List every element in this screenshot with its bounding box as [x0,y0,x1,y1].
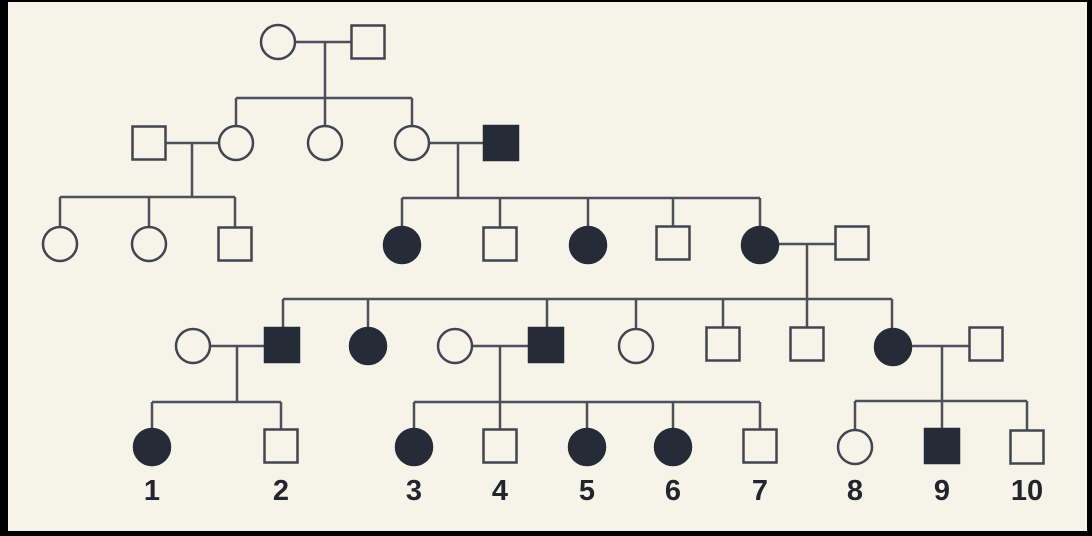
pedigree-member-IV-10 [968,326,1004,362]
pedigree-member-II-3 [306,124,344,162]
pedigree-member-V-1 [132,427,172,467]
pedigree-member-V-9 [923,427,961,465]
pedigree-member-III-8 [740,225,780,265]
pedigree-member-III-2 [130,225,168,263]
pedigree-member-IV-6 [617,327,655,365]
pedigree-member-III-3 [217,226,253,262]
pedigree-member-III-7 [655,225,691,261]
pedigree-member-I-1 [259,23,297,61]
pedigree-member-V-2 [263,428,299,464]
pedigree-member-IV-2 [263,326,301,364]
pedigree-member-II-2 [217,124,255,162]
pedigree-member-V-4 [482,428,518,464]
pedigree-member-V-5 [567,427,607,467]
individual-label-1: 1 [144,475,160,507]
individual-label-9: 9 [934,475,950,507]
pedigree-member-III-9 [834,225,870,261]
pedigree-member-I-2 [350,24,386,60]
pedigree-member-IV-4 [436,327,474,365]
pedigree-member-IV-5 [527,326,565,364]
individual-label-10: 10 [1011,475,1043,507]
individual-label-4: 4 [492,475,508,507]
pedigree-member-IV-7 [705,326,741,362]
pedigree-member-V-8 [836,428,874,466]
pedigree-member-V-7 [742,428,778,464]
pedigree-member-V-10 [1009,429,1045,465]
pedigree-member-III-1 [41,225,79,263]
individual-label-7: 7 [752,475,768,507]
pedigree-member-II-5 [482,124,520,162]
individual-label-3: 3 [406,475,422,507]
pedigree-member-III-6 [568,225,608,265]
pedigree-member-III-4 [382,225,422,265]
individual-label-2: 2 [273,475,289,507]
individual-label-5: 5 [579,475,595,507]
pedigree-member-V-6 [653,427,693,467]
individual-label-6: 6 [665,475,681,507]
pedigree-member-V-3 [394,427,434,467]
pedigree-member-IV-1 [174,327,212,365]
pedigree-member-II-4 [393,124,431,162]
pedigree-canvas [8,2,1087,531]
pedigree-member-IV-3 [348,326,388,366]
pedigree-member-III-5 [482,226,518,262]
individual-label-8: 8 [847,475,863,507]
pedigree-member-IV-9 [873,327,913,367]
pedigree-member-IV-8 [789,326,825,362]
pedigree-member-II-1 [131,125,167,161]
